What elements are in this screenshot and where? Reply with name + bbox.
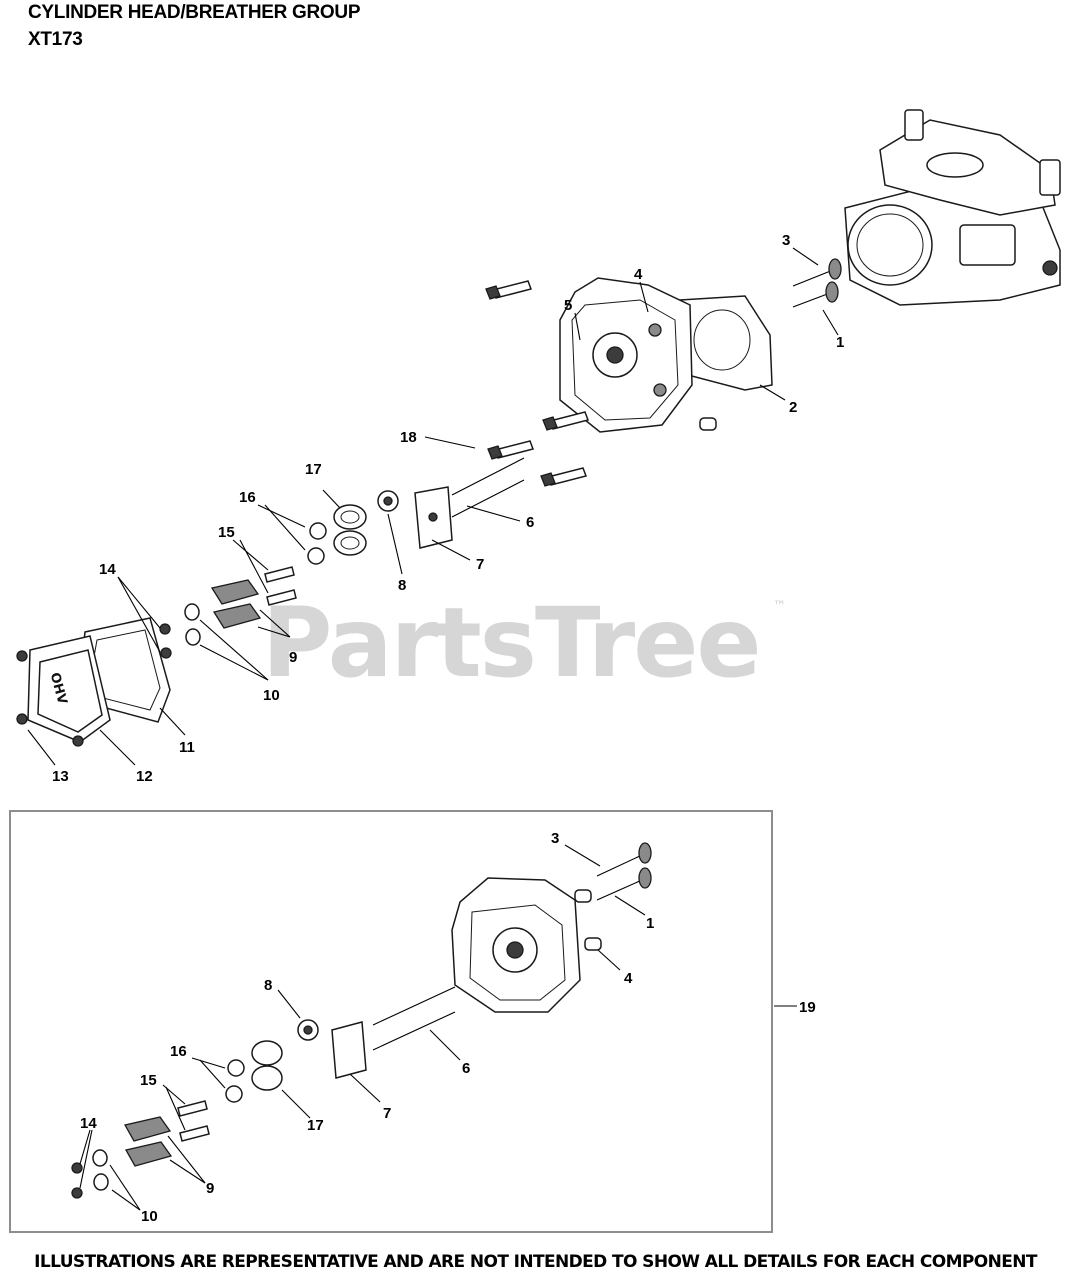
kit-dowel [584,937,602,951]
kit-nut [71,1187,83,1199]
callout-16: 16 [239,489,256,506]
callout-labels-main: 1 2 3 4 5 6 7 8 9 10 11 12 13 14 15 16 1… [52,232,844,785]
rocker-arm [210,579,260,605]
watermark-brand: PartsTree [262,587,759,699]
engine-block-illustration [844,109,1061,306]
callout-1: 1 [836,334,844,351]
disclaimer-footer: ILLUSTRATIONS ARE REPRESENTATIVE AND ARE… [34,1252,1037,1272]
kit-callout-7: 7 [383,1105,391,1122]
callout-labels-kit: 1 3 4 6 7 8 9 10 14 15 16 17 19 [80,830,816,1225]
callout-6: 6 [526,514,534,531]
kit-spring [251,1065,283,1091]
valve-pair [792,258,842,308]
callout-3: 3 [782,232,790,249]
kit-callout-10: 10 [141,1208,158,1225]
cover-screw [16,713,28,725]
adjuster-nut [159,623,171,635]
kit-rocker-arm [125,1141,173,1167]
cover-screw [72,735,84,747]
callout-8: 8 [398,577,406,594]
kit-push-rod [372,986,456,1026]
kit-callout-14: 14 [80,1115,97,1132]
callout-5: 5 [564,297,572,314]
kit-valve [596,854,643,877]
callout-9: 9 [289,649,297,666]
cover-screw [16,650,28,662]
push-rod [451,457,525,496]
kit-callout-19: 19 [799,999,816,1016]
kit-callout-8: 8 [264,977,272,994]
kit-spring [251,1040,283,1066]
adjuster-nut [160,647,172,659]
callout-4: 4 [634,266,643,283]
callout-18: 18 [400,429,417,446]
kit-callout-17: 17 [307,1117,324,1134]
kit-nut [71,1162,83,1174]
kit-leader-lines [79,844,797,1211]
kit-rocker-arm [124,1116,172,1142]
push-rod [451,479,525,518]
kit-retainer [225,1085,243,1103]
cylinder-head-kit-frame [9,810,773,1233]
kit-stud [177,1100,208,1117]
valve-springs [333,504,367,556]
spring-retainer [307,547,325,565]
callout-10: 10 [263,687,280,704]
callout-17: 17 [305,461,322,478]
head-bolts [485,280,589,487]
rocker-pivot [184,603,200,621]
kit-callout-3: 3 [551,830,559,847]
rocker-arm [212,603,262,629]
kit-valve [596,879,643,901]
kit-retainer [227,1059,245,1077]
kit-callout-9: 9 [206,1180,214,1197]
kit-cylinder-head [451,877,581,1013]
valve-cover: OHV [27,635,111,743]
callout-11: 11 [179,739,195,756]
kit-guide-plate [331,1021,367,1079]
callout-15: 15 [218,524,235,541]
kit-callout-1: 1 [646,915,654,932]
kit-callout-6: 6 [462,1060,470,1077]
leader-lines [27,247,839,766]
kit-push-rod [372,1011,456,1051]
kit-callout-4: 4 [624,970,633,987]
kit-stud [179,1125,210,1142]
kit-callout-15: 15 [140,1072,157,1089]
kit-dowel [574,889,592,903]
callout-2: 2 [789,399,797,416]
watermark-trademark: ™ [773,599,786,614]
callout-12: 12 [136,768,153,785]
exploded-parts-diagram: PartsTree ™ [16,109,1061,1225]
kit-pivot [92,1149,108,1167]
kit-pivot [93,1173,109,1191]
callout-13: 13 [52,768,69,785]
kit-callout-16: 16 [170,1043,187,1060]
callout-7: 7 [476,556,484,573]
page-title: CYLINDER HEAD/BREATHER GROUP [28,2,361,23]
rocker-pivot [185,628,201,646]
cylinder-head [559,277,693,433]
model-number: XT173 [28,29,83,50]
rocker-stud [264,566,295,583]
callout-14: 14 [99,561,116,578]
spring-retainer [309,522,327,540]
rocker-stud [266,589,297,606]
